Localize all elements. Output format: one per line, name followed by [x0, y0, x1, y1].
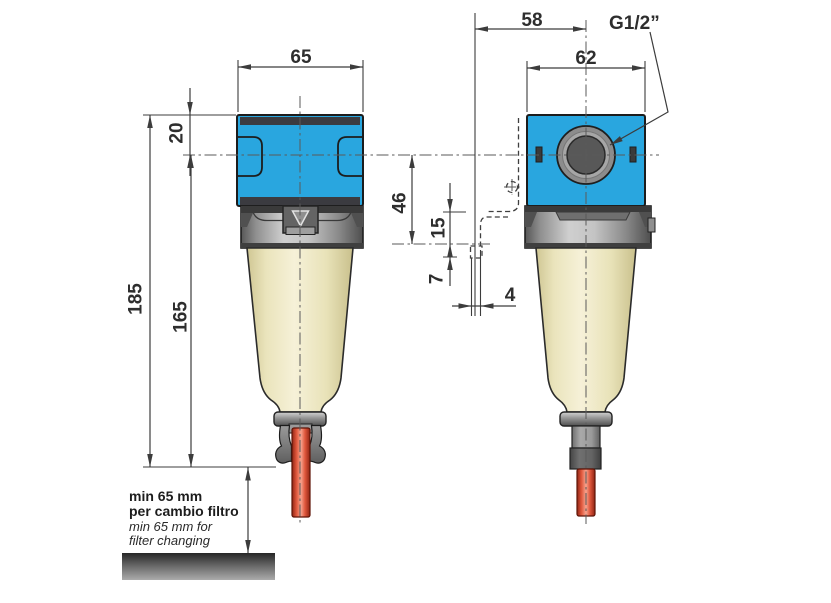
front-view [469, 114, 656, 517]
dim-label-bracket-slot: 4 [505, 285, 516, 306]
dim-label-centerline-to-base: 46 [390, 192, 411, 213]
dim-label-bowl-height: 165 [171, 301, 192, 333]
dim-label-bracket-step: 15 [429, 217, 450, 239]
dim-label-body-width: 62 [575, 48, 596, 69]
dim-label-head-width: 65 [290, 47, 312, 68]
drain-wing-left [275, 424, 293, 464]
port-leader-line [609, 31, 669, 146]
dim-label-head-height: 20 [167, 122, 188, 143]
dim-label-overall-height: 185 [126, 283, 147, 315]
head-bottom-band [240, 197, 360, 205]
bracket-slot [469, 245, 483, 259]
collar-bevel-left [241, 213, 253, 227]
collar-front [524, 205, 656, 249]
dim-label-port-offset: 58 [521, 10, 542, 31]
collar-recess [555, 211, 631, 221]
mounting-bracket-outline [469, 118, 520, 259]
drain-wing-right [308, 424, 326, 464]
note-line-1: min 65 mm [129, 488, 202, 504]
head-slot-right [337, 136, 363, 177]
port-thread-label: G1/2” [609, 13, 660, 34]
note-line-4: filter changing [129, 533, 211, 548]
collar-tab [647, 217, 656, 233]
dimension-annotations [143, 13, 669, 553]
floor-bar [122, 553, 275, 580]
dim-label-bracket-hole: 7 [427, 274, 448, 285]
drain-tube-side [291, 427, 311, 518]
collar-side [240, 205, 364, 249]
note-line-3: min 65 mm for [129, 519, 213, 534]
note-line-2: per cambio filtro [129, 503, 239, 519]
collar-bevel-right [351, 213, 363, 227]
clearance-note: min 65 mm per cambio filtro min 65 mm fo… [129, 488, 239, 548]
head-slot-left [237, 136, 263, 177]
